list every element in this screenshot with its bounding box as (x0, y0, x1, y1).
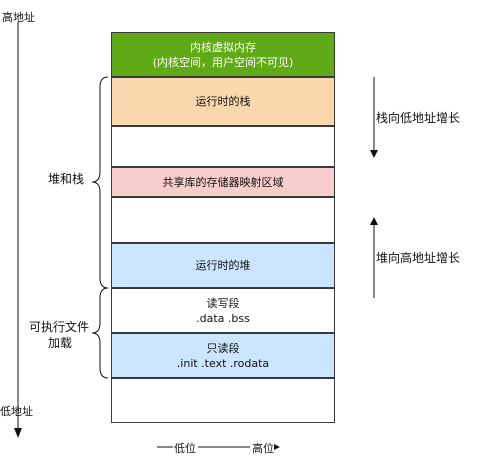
segment-read-write-line1: 读写段 (206, 296, 240, 310)
group-executable-label-line1: 可执行文件 (29, 320, 90, 334)
segment-runtime-stack: 运行时的栈 (111, 77, 335, 126)
heap-growth-label: 堆向高地址增长 (376, 251, 461, 265)
heap-growth-arrowhead (370, 217, 378, 225)
segment-shared-libraries: 共享库的存储器映射区域 (111, 167, 335, 197)
group-executable-label-line2: 加载 (48, 336, 73, 350)
segment-bottom (111, 378, 335, 423)
segment-runtime-heap: 运行时的堆 (111, 243, 335, 288)
segment-free-upper (111, 126, 335, 167)
segment-runtime-stack-label: 运行时的栈 (195, 95, 251, 108)
group-heap-and-stack-label: 堆和栈 (48, 172, 85, 186)
high-address-label: 高地址 (2, 11, 35, 24)
segment-read-write-line2: .data .bss (196, 311, 250, 325)
brace-executable (91, 287, 109, 379)
legend-high-label: 高位 (252, 442, 274, 455)
segment-read-only-line1: 只读段 (206, 341, 240, 355)
segment-read-write: 读写段 .data .bss (111, 288, 335, 333)
low-address-label: 低地址 (0, 405, 33, 418)
segment-read-only-line2: .init .text .rodata (176, 356, 270, 370)
address-axis-arrowhead (14, 428, 22, 438)
segment-read-only: 只读段 .init .text .rodata (111, 333, 335, 378)
segment-kernel-line2: (内核空间，用户空间不可见) (152, 55, 294, 69)
legend-arrowhead (274, 444, 280, 450)
segment-kernel-virtual-memory: 内核虚拟内存 (内核空间，用户空间不可见) (111, 32, 335, 77)
segment-shared-libraries-label: 共享库的存储器映射区域 (162, 175, 284, 189)
stack-growth-arrowhead (370, 150, 378, 158)
segment-free-lower (111, 197, 335, 243)
segment-kernel-line1: 内核虚拟内存 (190, 40, 256, 54)
segment-runtime-heap-label: 运行时的堆 (195, 259, 251, 272)
stack-growth-label: 栈向低地址增长 (376, 111, 461, 125)
legend-low-label: 低位 (174, 442, 196, 455)
brace-heap-and-stack (91, 76, 109, 289)
